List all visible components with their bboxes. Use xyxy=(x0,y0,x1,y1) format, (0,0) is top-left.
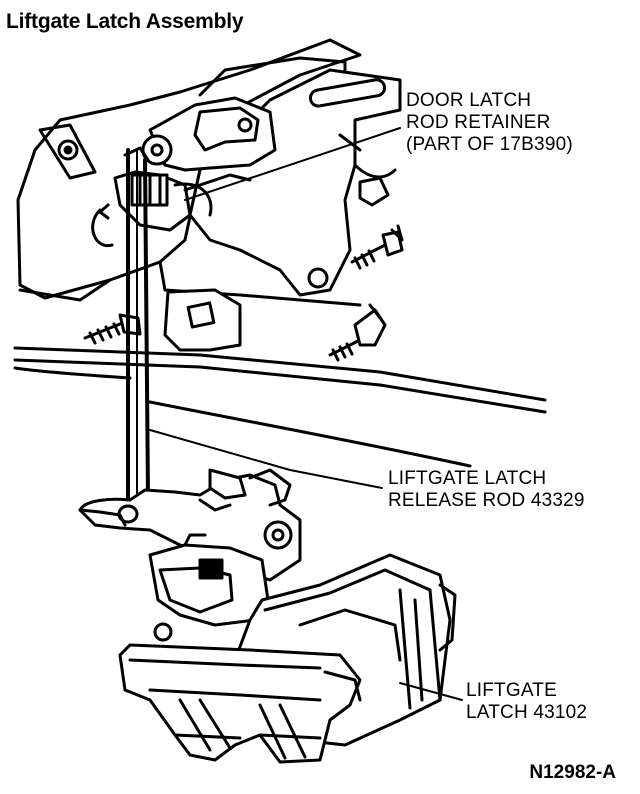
panel-edge xyxy=(13,346,547,468)
latch-base xyxy=(118,643,362,764)
callout-liftgate-latch: LIFTGATE LATCH 43102 xyxy=(466,680,588,723)
figure-id: N12982-A xyxy=(529,762,616,783)
latch-plate xyxy=(163,288,242,352)
mounting-bracket xyxy=(188,68,402,297)
callout-release-rod: LIFTGATE LATCH RELEASE ROD 43329 xyxy=(388,468,585,511)
diagram-title: Liftgate Latch Assembly xyxy=(6,10,244,33)
latch-actuator xyxy=(148,533,270,642)
bolt-lower-right xyxy=(328,303,387,362)
bolt-left xyxy=(83,313,142,345)
release-rod xyxy=(123,146,150,500)
bolt-upper-right xyxy=(350,176,404,270)
leader-lines xyxy=(149,127,463,701)
rod-retainer xyxy=(113,96,277,232)
callout-rod-retainer: DOOR LATCH ROD RETAINER (PART OF 17B390) xyxy=(406,90,573,155)
